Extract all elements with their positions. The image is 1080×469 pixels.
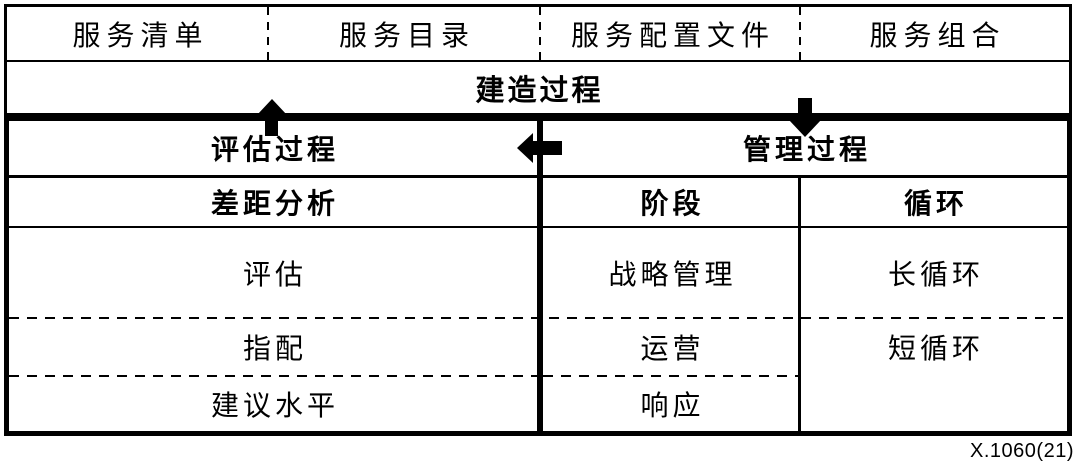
dashed-row-separator-2-left bbox=[9, 375, 537, 377]
phase-row-operations: 运营 bbox=[640, 334, 705, 365]
service-artefacts-box: 服务清单 服务目录 服务配置文件 服务组合 建造过程 bbox=[4, 4, 1072, 116]
cycle-row-long-cycle: 长循环 bbox=[887, 259, 984, 291]
phase-row-strategic-management: 战略管理 bbox=[608, 259, 737, 291]
cycle-row-short-cycle: 短循环 bbox=[887, 334, 984, 365]
header-underline bbox=[9, 175, 1067, 178]
cell-service-profile: 服务配置文件 bbox=[539, 7, 800, 60]
process-table: 评估过程 差距分析 评估 指配 建议水平 管理过程 阶段 循环 战略管理 运营 … bbox=[4, 116, 1072, 436]
phase-cycle-divider-line bbox=[798, 178, 801, 431]
phase-column-header: 阶段 bbox=[640, 188, 705, 219]
cell-service-portfolio: 服务组合 bbox=[799, 7, 1069, 60]
gap-analysis-subheader: 差距分析 bbox=[210, 188, 339, 219]
cell-service-catalogue: 服务目录 bbox=[267, 7, 540, 60]
evaluation-row-assign: 指配 bbox=[242, 334, 307, 365]
center-divider-line bbox=[537, 121, 543, 431]
cycle-column-header: 循环 bbox=[903, 188, 968, 219]
figure-caption: X.1060(21) bbox=[970, 440, 1074, 462]
evaluation-row-assess: 评估 bbox=[242, 259, 307, 291]
build-process-label: 建造过程 bbox=[475, 74, 604, 107]
subheader-underline bbox=[9, 226, 1067, 228]
cell-service-list: 服务清单 bbox=[72, 20, 209, 52]
evaluation-process-header: 评估过程 bbox=[210, 134, 339, 165]
dashed-row-separator-2-phase bbox=[543, 375, 798, 377]
build-process-band: 建造过程 bbox=[7, 62, 1069, 113]
evaluation-row-recommended-level: 建议水平 bbox=[210, 391, 339, 422]
dashed-row-separator-1 bbox=[9, 317, 1067, 319]
service-artefacts-row: 服务清单 服务目录 服务配置文件 服务组合 bbox=[7, 7, 1069, 62]
management-process-header: 管理过程 bbox=[742, 134, 871, 165]
phase-row-response: 响应 bbox=[640, 391, 705, 422]
